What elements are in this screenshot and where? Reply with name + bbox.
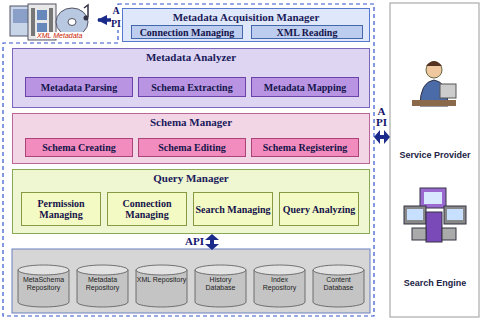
database-cylinder: XML Repository (135, 264, 188, 308)
function-box: Metadata Parsing (25, 77, 133, 97)
database-text: History Database (195, 276, 246, 292)
module-title: Query Manager (13, 172, 369, 184)
caption-text: XML Metadata (36, 32, 83, 39)
api-arrow-horizontal (374, 130, 390, 144)
database-cylinder: MetaSchema Repository (17, 264, 70, 308)
module-band: Metadata AnalyzerMetadata Parsing Schema … (12, 48, 370, 108)
database-cylinder: History Database (194, 264, 247, 308)
database-cylinder: Index Repository (253, 264, 306, 308)
client-node: Service Provider (392, 56, 478, 160)
api-label: API (111, 5, 121, 30)
system-boundary (3, 4, 374, 316)
caption-text: Service Provider (392, 150, 478, 160)
caption-text: Search Engine (392, 278, 478, 288)
function-text: Schema Editing (158, 142, 226, 153)
database-text: MetaSchema Repository (18, 276, 69, 292)
function-box: Connection Managing (107, 192, 187, 226)
metadata-source: XML Metadata (4, 2, 96, 46)
function-box: XML Reading (251, 25, 363, 39)
function-box: Schema Extracting (138, 77, 246, 97)
media-icon (10, 4, 89, 40)
database-text: XML Repository (136, 276, 187, 284)
module-band: Metadata Acquisition ManagerConnection M… (122, 8, 370, 42)
function-box: Schema Creating (25, 138, 133, 157)
function-box: Query Analyzing (279, 192, 359, 226)
api-label: API (185, 235, 204, 247)
client-node: Search Engine (392, 182, 478, 288)
function-text: Permission Managing (22, 198, 100, 220)
function-text: Schema Extracting (151, 82, 232, 93)
module-band: Query ManagerPermission Managing Connecti… (12, 169, 370, 234)
function-box: Schema Registering (251, 138, 359, 157)
database-text: Content Database (313, 276, 364, 292)
module-title: Schema Manager (13, 116, 369, 128)
function-text: XML Reading (277, 27, 338, 38)
cylinder-shape (135, 264, 188, 308)
module-title: Metadata Analyzer (13, 51, 369, 63)
function-box: Connection Managing (131, 25, 243, 39)
client-panel (390, 3, 479, 317)
api-label: API (376, 106, 387, 128)
function-text: Schema Registering (263, 142, 348, 153)
function-box: Permission Managing (21, 192, 101, 226)
function-box: Metadata Mapping (251, 77, 359, 97)
person-icon (412, 61, 456, 106)
api-arrow-vertical (205, 234, 219, 250)
module-band: Schema ManagerSchema Creating Schema Edit… (12, 113, 370, 164)
database-text: Metadata Repository (77, 276, 128, 292)
database-text: Index Repository (254, 276, 305, 292)
computers-icon (404, 188, 466, 242)
function-text: Query Analyzing (283, 204, 356, 215)
repository-band (12, 249, 370, 313)
database-cylinder: Metadata Repository (76, 264, 129, 308)
function-box: Search Managing (193, 192, 273, 226)
function-text: Metadata Mapping (264, 82, 347, 93)
function-text: Connection Managing (108, 198, 186, 220)
module-title: Metadata Acquisition Manager (123, 11, 369, 23)
function-text: Metadata Parsing (41, 82, 117, 93)
function-text: Search Managing (195, 204, 270, 215)
function-text: Schema Creating (42, 142, 115, 153)
database-cylinder: Content Database (312, 264, 365, 308)
function-text: Connection Managing (140, 27, 235, 38)
function-box: Schema Editing (138, 138, 246, 157)
